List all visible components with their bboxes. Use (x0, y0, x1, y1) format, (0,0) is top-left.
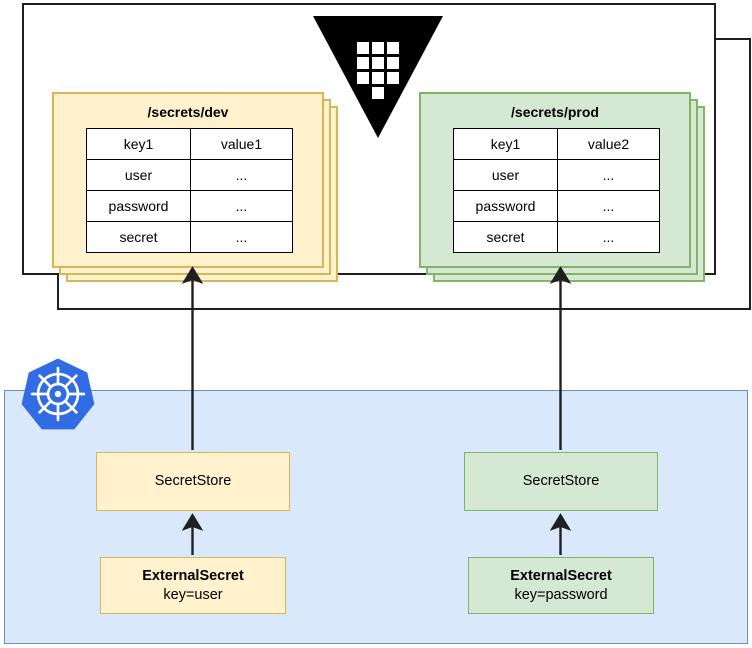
external-secret-dev[interactable]: ExternalSecret key=user (100, 557, 286, 614)
kv-key: user (86, 159, 191, 191)
kv-value: ... (557, 190, 660, 222)
external-secret-prod[interactable]: ExternalSecret key=password (468, 557, 654, 614)
kv-value: ... (557, 221, 660, 253)
table-row: password ... (86, 190, 293, 222)
kv-value: ... (190, 159, 293, 191)
external-secret-label: ExternalSecret (142, 567, 244, 584)
secret-store-label: SecretStore (154, 473, 232, 489)
kv-value: ... (190, 190, 293, 222)
table-row: key1 value1 (86, 128, 293, 160)
table-row: key1 value2 (453, 128, 660, 160)
vault-path-title: /secrets/dev (147, 104, 229, 120)
kv-key: user (453, 159, 558, 191)
secret-store-prod[interactable]: SecretStore (464, 452, 658, 511)
vault-path-card-secrets-prod: /secrets/prod key1 value2 user ... passw… (419, 92, 705, 282)
vault-path-title: /secrets/prod (511, 104, 599, 120)
table-row: secret ... (86, 221, 293, 253)
secret-store-dev[interactable]: SecretStore (96, 452, 290, 511)
table-row: secret ... (453, 221, 660, 253)
kv-value: ... (190, 221, 293, 253)
kv-key: key1 (86, 128, 191, 160)
external-secret-detail: key=user (163, 586, 223, 603)
kv-value: value2 (557, 128, 660, 160)
table-row: user ... (86, 159, 293, 191)
vault-path-card-secrets-dev: /secrets/dev key1 value1 user ... passwo… (52, 92, 338, 282)
card-layer-front: /secrets/prod key1 value2 user ... passw… (419, 92, 691, 268)
kv-key: secret (453, 221, 558, 253)
card-layer-front: /secrets/dev key1 value1 user ... passwo… (52, 92, 324, 268)
kv-key: password (86, 190, 191, 222)
vault-kv-table: key1 value1 user ... password ... secret… (86, 128, 293, 253)
external-secret-detail: key=password (514, 586, 608, 603)
kv-key: key1 (453, 128, 558, 160)
table-row: user ... (453, 159, 660, 191)
vault-kv-table: key1 value2 user ... password ... secret… (453, 128, 660, 253)
table-row: password ... (453, 190, 660, 222)
kv-key: password (453, 190, 558, 222)
kv-value: ... (557, 159, 660, 191)
vault-logo (313, 16, 443, 138)
secret-store-label: SecretStore (522, 473, 600, 489)
kv-value: value1 (190, 128, 293, 160)
kv-key: secret (86, 221, 191, 253)
external-secret-label: ExternalSecret (510, 567, 612, 584)
kubernetes-logo (21, 357, 95, 431)
